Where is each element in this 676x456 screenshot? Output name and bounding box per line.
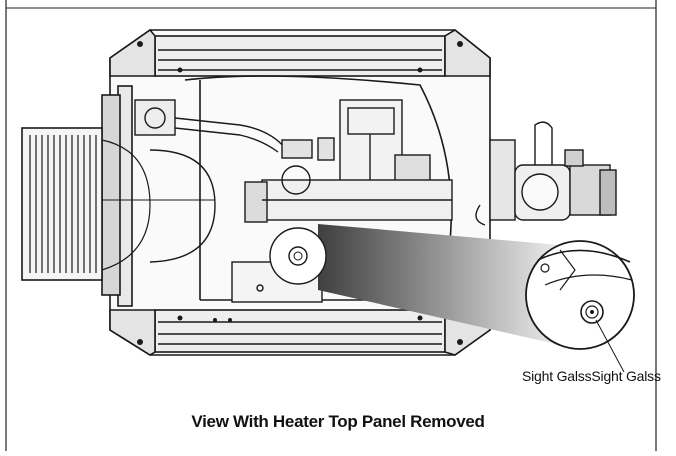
sight-glass-source-circle <box>269 227 327 285</box>
magnify-beam <box>318 224 560 345</box>
sight-glass-callout-label-2: Sight Galss <box>591 368 661 384</box>
sight-glass-detail <box>525 240 635 373</box>
leader-line <box>595 319 625 373</box>
blower-grille <box>21 127 216 281</box>
gas-train <box>134 99 453 303</box>
sight-glass-callout-label-1: Sight Galss <box>522 368 592 384</box>
callout-group: Sight GalssSight Galss <box>522 368 661 384</box>
bolt-heads <box>137 41 463 345</box>
figure-caption: View With Heater Top Panel Removed <box>191 412 485 431</box>
sight-glass-small <box>288 246 308 266</box>
right-valve-assembly <box>475 121 617 226</box>
